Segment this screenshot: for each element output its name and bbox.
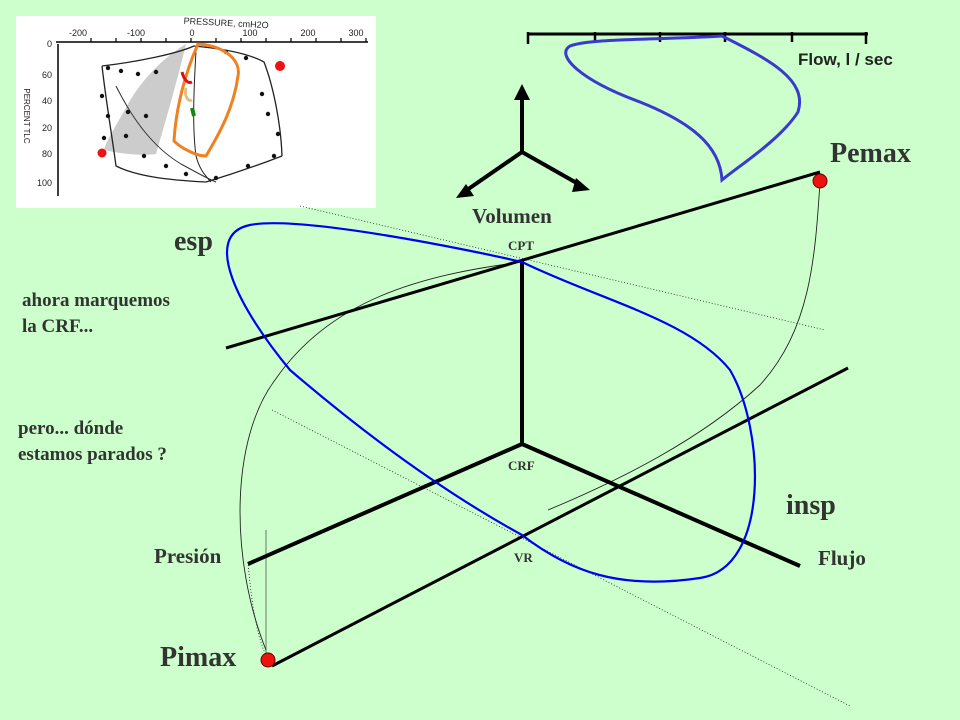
inset-tan-mark xyxy=(184,87,193,102)
dotted-guide-line xyxy=(271,409,851,707)
pimax-marker xyxy=(260,652,276,668)
rv-plane-line xyxy=(271,366,849,668)
flow-volume-loop xyxy=(225,222,756,583)
inset-y-tick: 80 xyxy=(42,149,52,159)
tlc-plane-line xyxy=(225,170,821,350)
inset-x-tick: 200 xyxy=(300,28,315,38)
volume-glyph-up-arrow xyxy=(514,84,530,100)
inset-y-tick: 20 xyxy=(42,123,52,133)
inset-red-dot-left xyxy=(97,148,107,158)
inset-x-tick: 100 xyxy=(242,28,257,38)
volume-glyph-left-arrow xyxy=(456,184,474,198)
inset-envelope xyxy=(101,45,283,183)
inset-x-tick: 0 xyxy=(189,28,194,38)
crf-label: CRF xyxy=(508,458,535,473)
note-mark-crf-line1: ahora marquemos xyxy=(22,290,170,311)
flow-top-curve xyxy=(564,34,802,184)
vr-label: VR xyxy=(514,550,533,565)
inset-x-axis-title: PRESSURE, cmH2O xyxy=(183,16,268,30)
inset-x-tick: -100 xyxy=(127,28,145,38)
note-where-are-we-line2: estamos parados ? xyxy=(18,444,167,465)
flow-axis xyxy=(521,442,801,568)
inset-red-mark xyxy=(180,71,193,84)
pressure-curve-left xyxy=(239,261,523,651)
pemax-marker xyxy=(812,173,828,189)
inset-y-tick: 60 xyxy=(42,70,52,80)
flujo-label: Flujo xyxy=(818,546,866,570)
inset-x-tick: -200 xyxy=(69,28,87,38)
note-where-are-we: pero... dónde estamos parados ? xyxy=(18,416,167,468)
pemax-label: Pemax xyxy=(830,138,911,169)
inset-red-dot-top xyxy=(275,61,285,71)
inset-y-axis-title: PERCENT TLC xyxy=(22,88,31,143)
insp-label: insp xyxy=(786,490,836,521)
cpt-label: CPT xyxy=(508,238,534,253)
note-mark-crf: ahora marquemos la CRF... xyxy=(22,288,170,340)
pimax-label: Pimax xyxy=(160,642,237,673)
inset-green-mark xyxy=(190,107,196,117)
dotted-guide-curve xyxy=(247,561,269,661)
inset-center-curve xyxy=(193,50,212,183)
presion-label: Presión xyxy=(154,544,222,568)
inset-y-tick: 100 xyxy=(37,178,52,188)
inset-x-ticks xyxy=(90,38,367,42)
dotted-guide-line xyxy=(299,205,826,331)
inset-orange-loop xyxy=(172,42,240,158)
note-mark-crf-line2: la CRF... xyxy=(22,316,94,337)
esp-label: esp xyxy=(174,226,213,257)
pressure-curve-right xyxy=(547,181,821,511)
volumen-label: Volumen xyxy=(472,204,552,228)
volume-glyph-right xyxy=(521,150,583,188)
pressure-axis xyxy=(247,442,523,566)
inset-y-tick: 40 xyxy=(42,96,52,106)
inset-data-points xyxy=(99,49,281,181)
flow-axis-label: Flow, l / sec xyxy=(798,50,893,69)
note-where-are-we-line1: pero... dónde xyxy=(18,418,124,439)
inset-y-tick: 0 xyxy=(47,39,52,49)
inset-inner-curve xyxy=(115,85,217,183)
inset-x-tick: 300 xyxy=(348,28,363,38)
pressure-volume-inset: -200 -100 0 100 200 300 PRESSURE, cmH2O … xyxy=(16,16,376,208)
volume-glyph-right-arrow xyxy=(572,178,590,192)
inset-graph: -200 -100 0 100 200 300 PRESSURE, cmH2O … xyxy=(22,16,368,196)
volume-glyph-left xyxy=(462,150,524,194)
inset-gray-region xyxy=(104,44,186,155)
